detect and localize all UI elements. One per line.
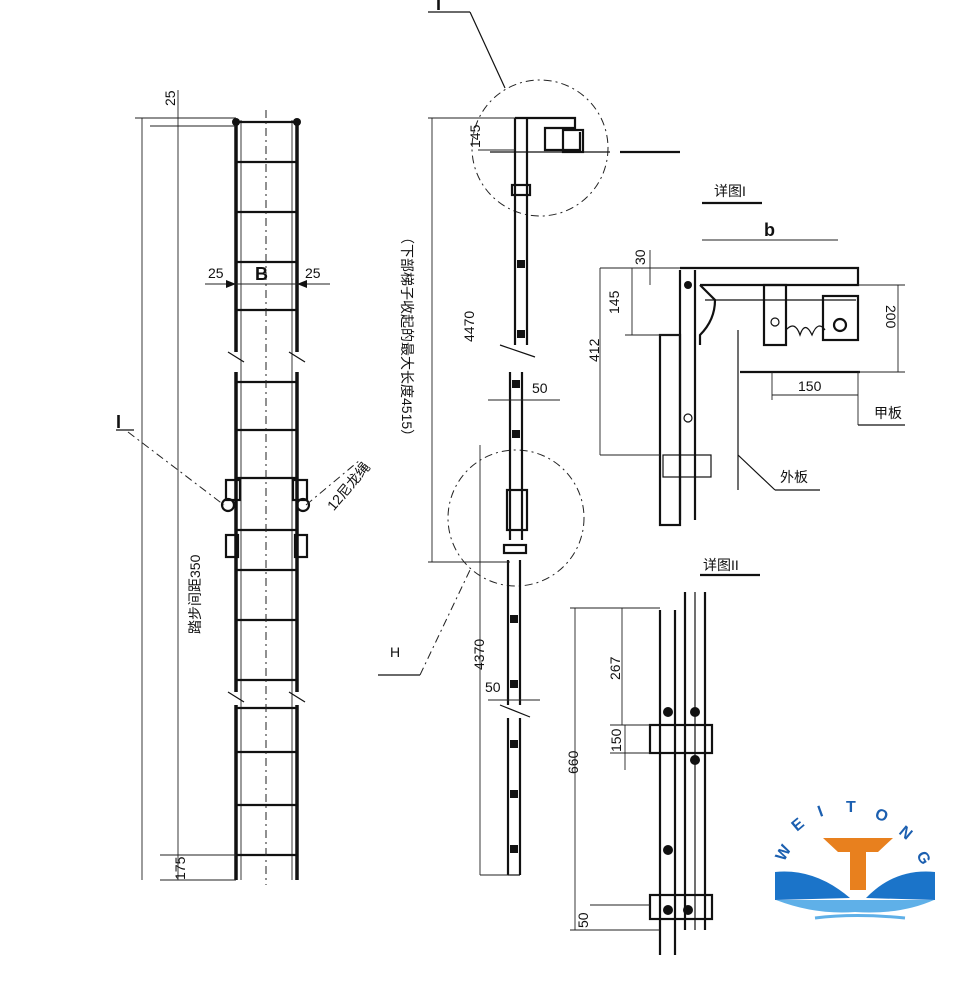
- ladder-side-view: [378, 11, 680, 876]
- nylon-rope-label: 12尼龙绳: [324, 459, 373, 513]
- dim-50a: 50: [532, 380, 548, 396]
- weitong-logo: W E I T O N G: [773, 799, 935, 920]
- dim-50c: 50: [575, 912, 591, 928]
- dim-267: 267: [607, 656, 623, 680]
- dim-top-25: 25: [162, 90, 178, 106]
- logo-t-shape: [823, 838, 893, 890]
- dim-145: 145: [467, 124, 483, 148]
- dim-bottom-175: 175: [172, 856, 188, 880]
- ladder-front-dimensions: [116, 90, 361, 881]
- detail-II-title: 详图II: [703, 557, 739, 573]
- detail-I-title: 详图I: [714, 183, 746, 199]
- dimension-texts: 25 25 B 25 踏步间距350 175 145 4470 （下部梯子收起的…: [162, 90, 899, 928]
- detail-ii-drawing: [570, 573, 760, 955]
- logo-letter-w: W: [773, 842, 796, 864]
- logo-letter-t: T: [846, 799, 857, 816]
- deck-plate-label: 甲板: [874, 405, 902, 421]
- marker-I-left: I: [116, 412, 121, 432]
- logo-letter-o: O: [873, 806, 891, 827]
- dim-right-25: 25: [305, 265, 321, 281]
- logo-left-wave: [775, 871, 850, 900]
- outer-plate-label: 外板: [780, 469, 808, 485]
- dim-b: b: [764, 220, 775, 240]
- logo-letter-n: N: [895, 823, 916, 844]
- dim-4370: 4370: [471, 639, 487, 670]
- logo-letter-e: E: [789, 815, 809, 836]
- marker-H: H: [390, 644, 400, 660]
- dim-30: 30: [632, 249, 648, 265]
- dim-145b: 145: [606, 290, 622, 314]
- logo-letter-i: I: [816, 803, 827, 821]
- dim-150: 150: [798, 378, 822, 394]
- logo-right-wave: [866, 871, 935, 900]
- detail-i-drawing: [599, 201, 905, 527]
- logo-letter-g: G: [913, 849, 934, 869]
- dim-B: B: [255, 264, 268, 284]
- marker-I-top: I: [436, 0, 441, 14]
- logo-water: [776, 900, 934, 913]
- dim-step-spacing: 踏步间距350: [187, 554, 203, 634]
- dim-150b: 150: [608, 728, 624, 752]
- dim-left-25: 25: [208, 265, 224, 281]
- dim-660: 660: [565, 750, 581, 774]
- dim-412: 412: [586, 338, 602, 362]
- dim-200: 200: [883, 305, 899, 329]
- ladder-front-view: [220, 110, 311, 885]
- lower-ladder-note: （下部梯子收起的最大长度4515）: [399, 230, 415, 443]
- dim-4470: 4470: [461, 311, 477, 342]
- dim-50b: 50: [485, 679, 501, 695]
